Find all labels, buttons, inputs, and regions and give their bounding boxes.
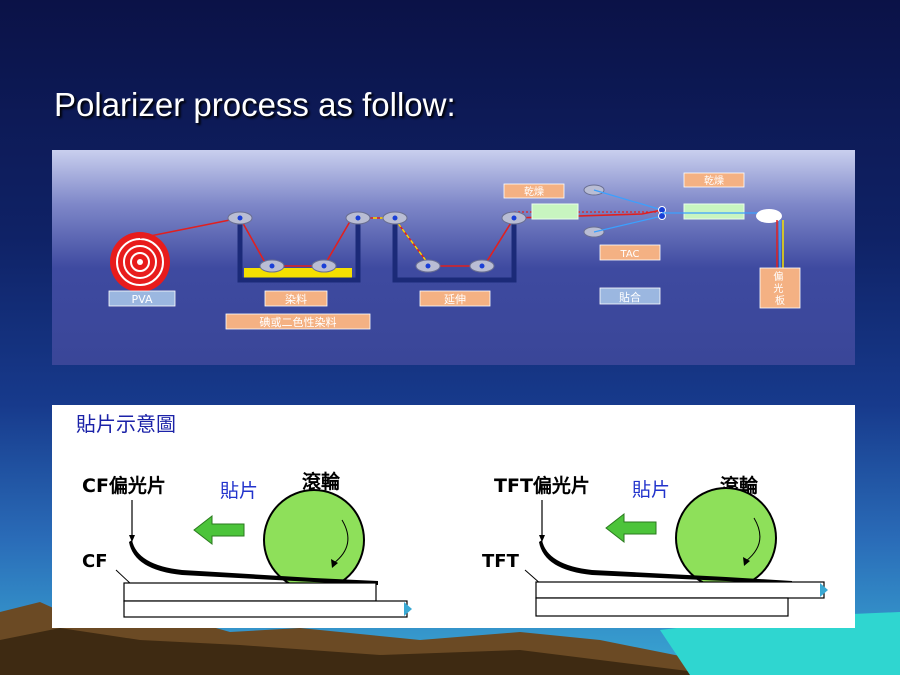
laminate-label-box xyxy=(599,287,661,305)
left-substrate-top xyxy=(123,582,377,602)
right-substrate-bottom xyxy=(535,597,789,617)
right-polarizer-film xyxy=(539,540,792,585)
left-roller-label: 滾輪 xyxy=(302,470,341,493)
left-substrate-label: CF xyxy=(82,551,108,572)
stretch-label-box xyxy=(419,290,491,307)
right-substrate-top xyxy=(535,581,825,599)
dry-right-label-box xyxy=(683,172,745,188)
left-rotation-arrowhead-icon xyxy=(331,559,338,568)
right-pointer-arrow-icon xyxy=(539,535,545,542)
take-up-roller-icon xyxy=(756,209,782,223)
right-polarizer-label: TFT偏光片 xyxy=(494,474,590,497)
dye-note-label: 碘或二色性染料 xyxy=(260,315,337,329)
polarizer-plate-label: 偏 光 板 xyxy=(773,270,786,307)
right-substrate-label: TFT xyxy=(482,551,520,572)
left-substrate-edge-marker xyxy=(404,602,412,616)
dry-left-label: 乾燥 xyxy=(524,185,544,198)
dye-tank xyxy=(237,224,361,283)
right-direction-arrow-icon xyxy=(605,512,657,544)
pva-label: PVA xyxy=(132,293,153,306)
right-attach-label: 貼片 xyxy=(632,479,670,501)
right-roller-rotation-arrow-icon xyxy=(745,517,761,562)
left-polarizer-label: CF偏光片 xyxy=(82,474,166,497)
stretch-tank xyxy=(392,224,517,283)
tac-label-box xyxy=(599,244,661,261)
left-roller-icon[interactable] xyxy=(263,489,365,591)
left-substrate-bottom xyxy=(123,600,408,618)
left-polarizer-film xyxy=(129,540,378,585)
tac-label: TAC xyxy=(620,249,640,260)
attach-diagram-title: 貼片示意圖 xyxy=(76,412,176,436)
right-rotation-arrowhead-icon xyxy=(743,557,750,566)
dry-right-label: 乾燥 xyxy=(704,174,724,187)
left-pointer-arrow-icon xyxy=(129,535,135,542)
dryer-right xyxy=(683,203,745,220)
tac-line-bottom xyxy=(593,215,663,233)
mountain-shadow xyxy=(0,628,720,675)
pva-roll-icon xyxy=(110,232,170,292)
left-attach-label: 貼片 xyxy=(220,480,258,502)
dye-label-box xyxy=(264,290,328,307)
dye-label: 染料 xyxy=(285,292,307,306)
right-roller-icon[interactable] xyxy=(675,487,777,589)
polarizer-plate-label-box xyxy=(759,267,801,309)
dye-note-box xyxy=(225,313,371,330)
attach-diagram: 貼片示意圖 CF偏光片 貼片 滾輪 CF TFT偏光片 貼片 滾輪 TFT xyxy=(52,405,855,628)
slide-title: Polarizer process as follow: xyxy=(54,86,456,123)
roller-centers xyxy=(237,215,517,269)
stretch-label: 延伸 xyxy=(444,293,466,306)
dryer-left xyxy=(531,203,579,220)
tac-line-top xyxy=(593,189,663,211)
dry-left-label-box xyxy=(503,183,565,199)
left-roller-rotation-arrow-icon xyxy=(333,519,349,564)
right-substrate-edge-marker xyxy=(820,583,828,597)
left-direction-arrow-icon xyxy=(193,514,245,546)
pva-label-box xyxy=(108,290,176,307)
laminate-label: 貼合 xyxy=(619,290,641,304)
process-diagram: PVA 染料 碘或二色性染料 延伸 乾燥 乾燥 TAC 貼合 偏 光 板 xyxy=(52,150,855,365)
